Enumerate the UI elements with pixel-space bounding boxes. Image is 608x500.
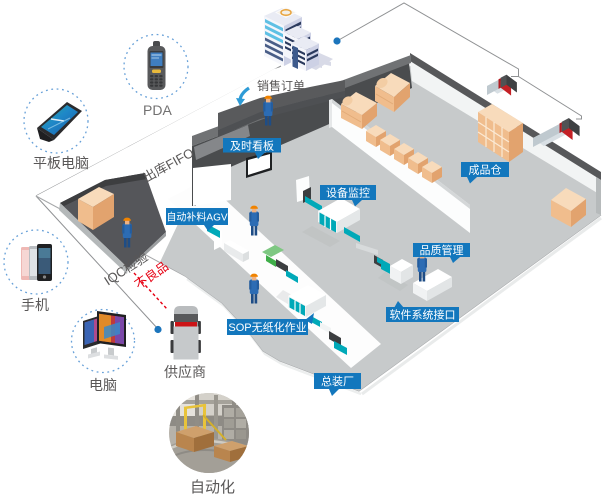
svg-text:自动化: 自动化 bbox=[190, 479, 235, 496]
svg-text:成品仓: 成品仓 bbox=[469, 163, 502, 177]
svg-text:及时看板: 及时看板 bbox=[230, 139, 274, 153]
svg-text:品质管理: 品质管理 bbox=[420, 243, 464, 257]
svg-text:平板电脑: 平板电脑 bbox=[33, 155, 89, 171]
svg-text:电脑: 电脑 bbox=[89, 377, 117, 393]
svg-text:设备监控: 设备监控 bbox=[326, 186, 370, 200]
svg-text:自动补料AGV: 自动补料AGV bbox=[166, 211, 227, 224]
svg-text:软件系统接口: 软件系统接口 bbox=[390, 308, 456, 322]
svg-text:手机: 手机 bbox=[21, 297, 49, 313]
svg-text:总装厂: 总装厂 bbox=[321, 374, 354, 388]
svg-text:SOP无纸化作业: SOP无纸化作业 bbox=[228, 320, 306, 334]
svg-text:PDA: PDA bbox=[143, 102, 172, 118]
svg-text:销售订单: 销售订单 bbox=[257, 78, 305, 93]
svg-text:供应商: 供应商 bbox=[164, 364, 206, 380]
